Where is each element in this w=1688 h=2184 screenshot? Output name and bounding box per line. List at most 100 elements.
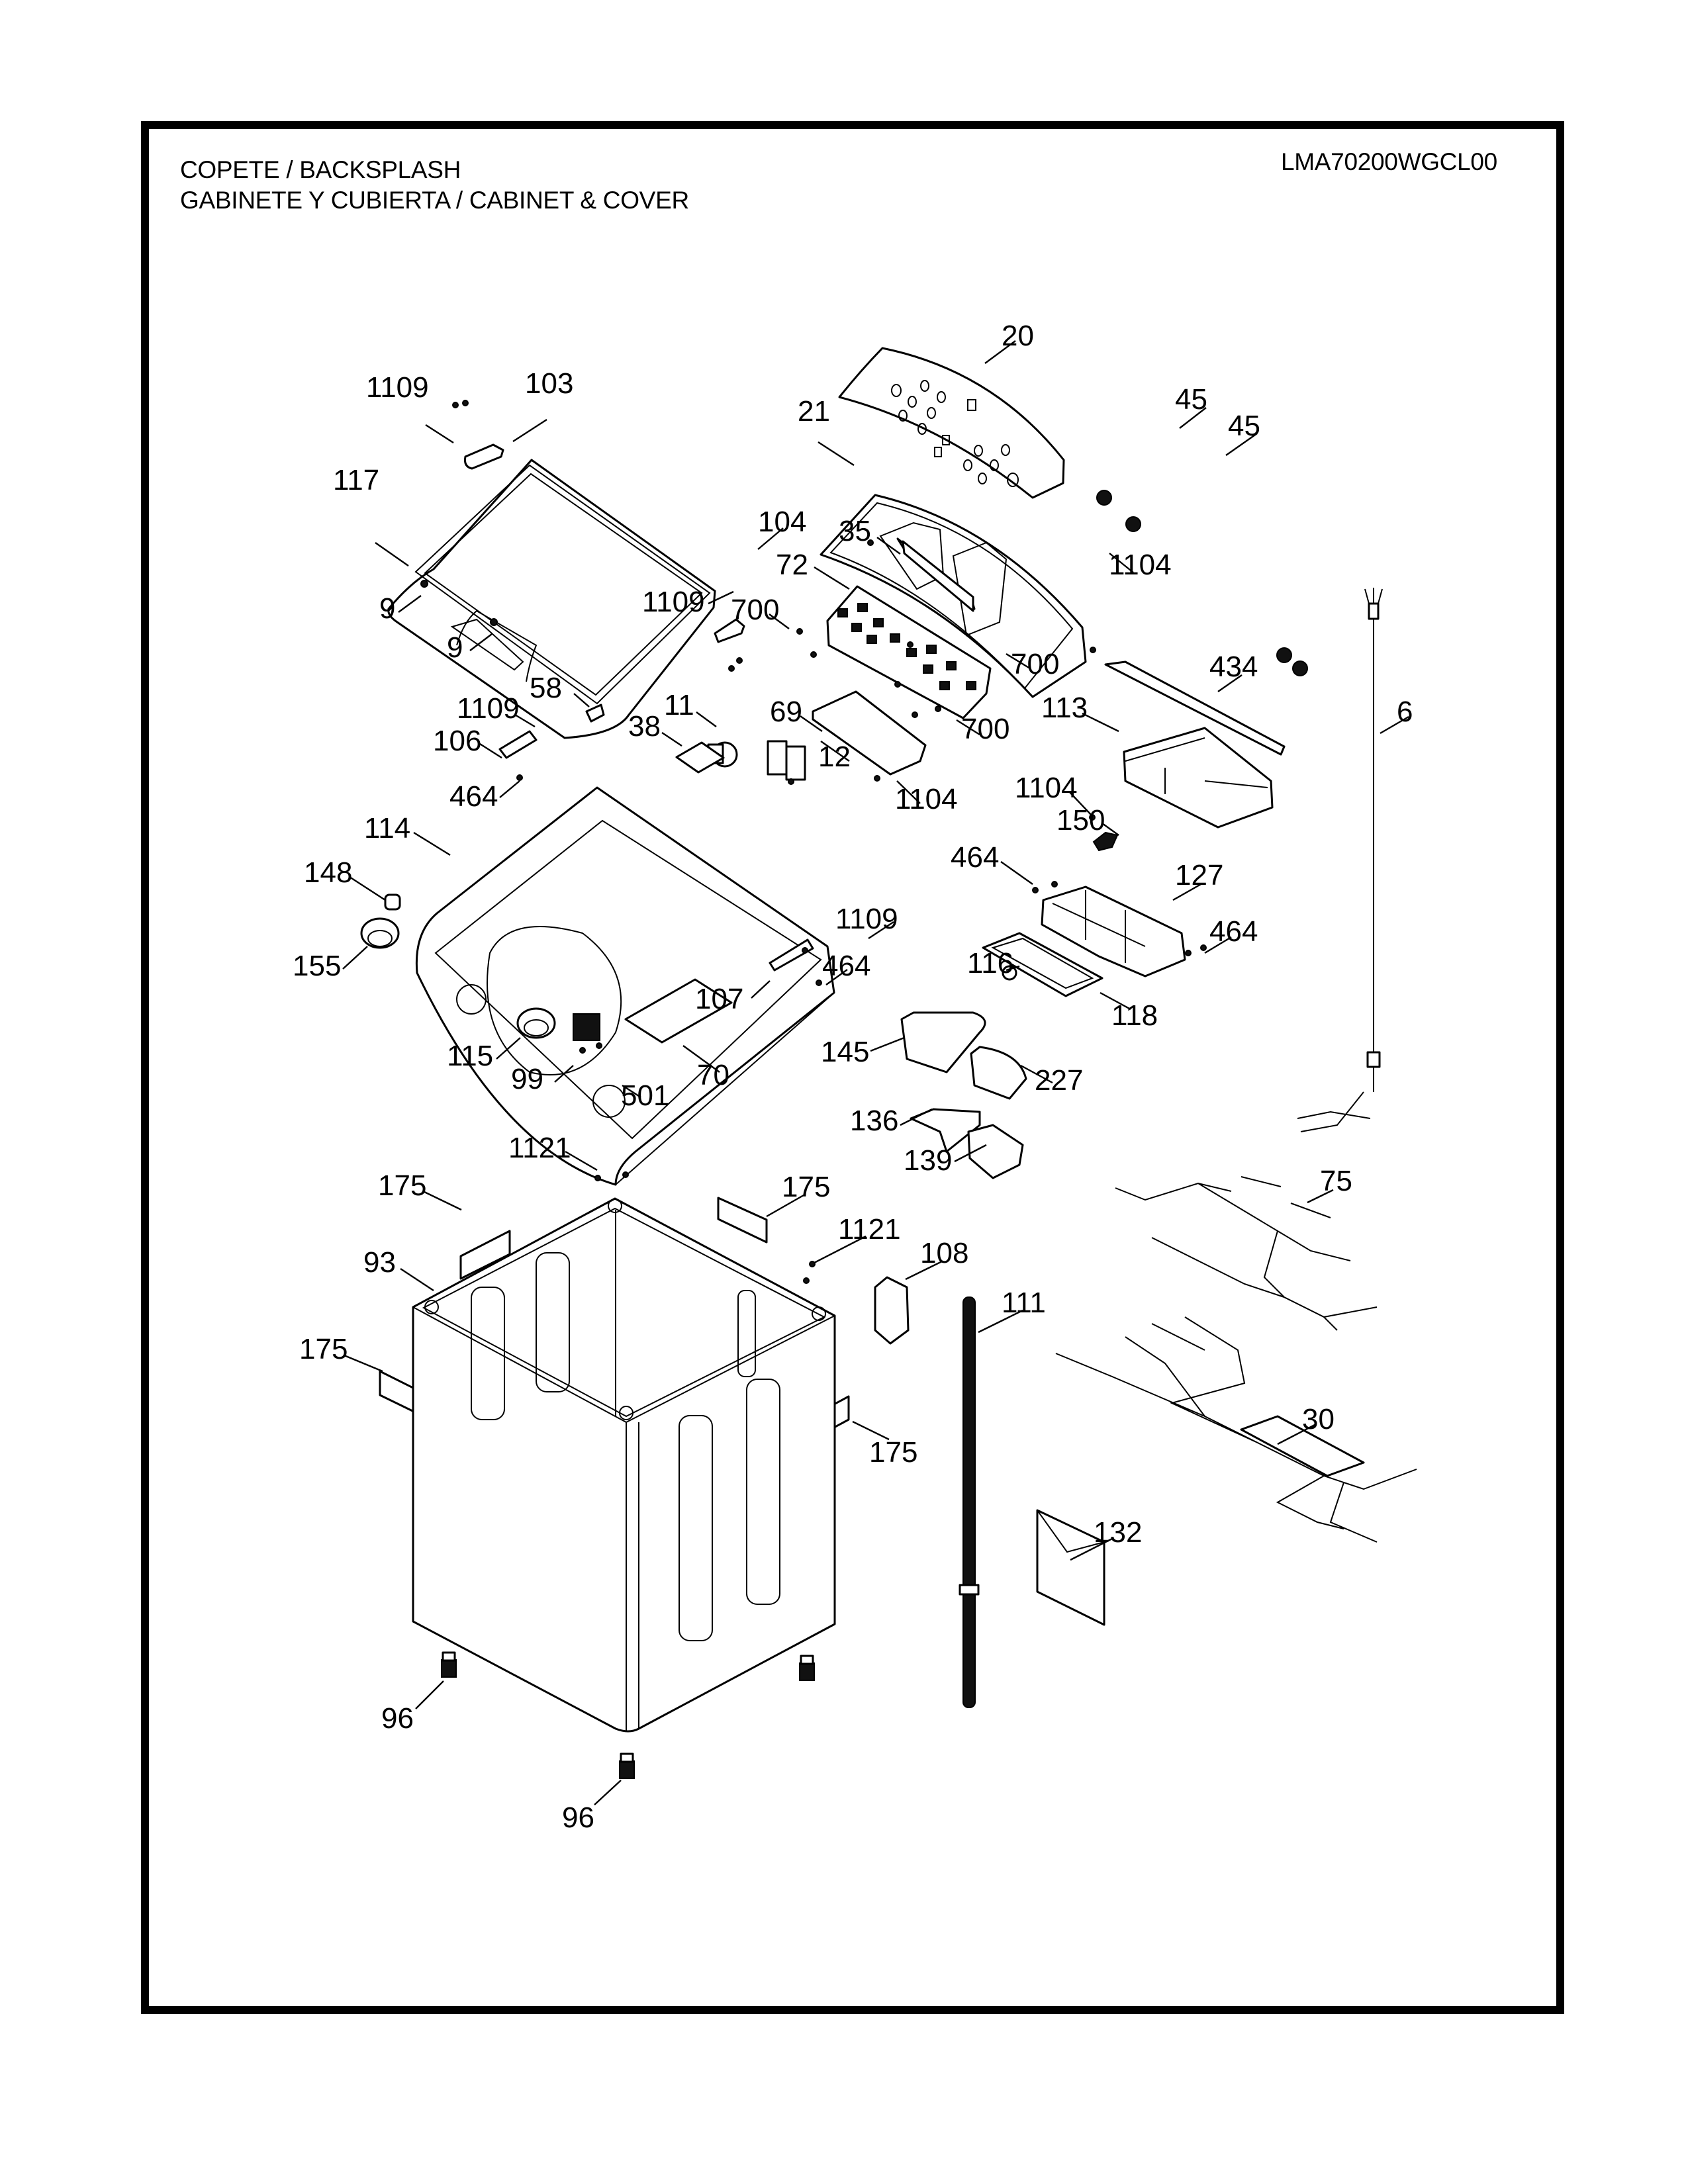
callout-70: 70 — [697, 1059, 729, 1091]
part-lid-switch-58 — [585, 704, 605, 723]
part-rod-434 — [1104, 660, 1286, 756]
callout-175: 175 — [378, 1169, 426, 1202]
part-lid-hinge-right — [714, 618, 745, 643]
callout-106: 106 — [433, 725, 481, 757]
callout-139: 139 — [904, 1144, 952, 1177]
part-dispenser-part-139 — [967, 1124, 1024, 1179]
callout-700: 700 — [1011, 648, 1059, 680]
callout-175: 175 — [869, 1436, 917, 1469]
part-label-70 — [624, 978, 733, 1044]
part-label-175 — [717, 1197, 768, 1244]
part-pressure-switch-99 — [573, 1013, 600, 1041]
callout-1109: 1109 — [366, 371, 429, 404]
part-wire-harness-30 — [1055, 1316, 1417, 1543]
callout-117: 117 — [333, 464, 379, 496]
callout-127: 127 — [1175, 859, 1223, 891]
part-drain-cover-108 — [874, 1276, 910, 1345]
callout-45: 45 — [1228, 410, 1260, 442]
callout-30: 30 — [1302, 1403, 1335, 1435]
part-inlet-hoses — [1096, 475, 1308, 676]
callout-9: 9 — [447, 631, 463, 664]
callout-175: 175 — [299, 1333, 348, 1365]
part-control-overlay — [838, 347, 1065, 499]
callout-116: 116 — [967, 947, 1013, 979]
callout-501: 501 — [621, 1079, 669, 1112]
callout-35: 35 — [839, 515, 871, 547]
callout-12: 12 — [818, 741, 851, 773]
callout-464: 464 — [1209, 915, 1258, 948]
part-dispenser-drawer-118 — [982, 932, 1103, 997]
part-console-housing — [820, 494, 1087, 698]
callout-464: 464 — [449, 780, 498, 813]
callout-118: 118 — [1111, 999, 1158, 1032]
callout-1104: 1104 — [1109, 549, 1172, 581]
part-top-lid — [387, 459, 716, 739]
model-number: LMA70200WGCL00 — [1281, 148, 1497, 175]
callout-114: 114 — [364, 812, 410, 844]
callout-104: 104 — [758, 506, 806, 538]
callout-58: 58 — [530, 672, 562, 704]
callout-labels: 20 1109 103 21 45 45 117 104 35 72 1104 … — [293, 320, 1413, 1834]
part-snubber-155 — [360, 917, 400, 949]
part-water-valve-double — [767, 740, 806, 781]
callout-1109: 1109 — [642, 586, 705, 618]
part-washer-top-cover — [415, 786, 835, 1186]
part-drain-hose-111 — [959, 1297, 980, 1708]
callout-45: 45 — [1175, 383, 1207, 416]
part-dispenser-cup-227 — [970, 1046, 1027, 1100]
callout-111: 111 — [1002, 1287, 1046, 1319]
callout-20: 20 — [1002, 320, 1034, 352]
callout-1109: 1109 — [835, 903, 898, 935]
drawing-frame — [141, 121, 1564, 2014]
callout-700: 700 — [961, 713, 1009, 745]
section-title-cabinet-cover: GABINETE Y CUBIERTA / CABINET & COVER — [180, 187, 689, 214]
part-cabinet-93 — [412, 1197, 836, 1733]
callout-132: 132 — [1094, 1516, 1142, 1549]
callout-464: 464 — [951, 841, 999, 874]
callout-148: 148 — [304, 856, 352, 889]
part-snubber-115 — [516, 1007, 556, 1039]
callout-700: 700 — [731, 594, 779, 626]
part-dispenser-cup-145 — [900, 1011, 986, 1073]
callout-175: 175 — [782, 1171, 830, 1203]
part-dispenser-127 — [1041, 886, 1186, 978]
leader-lines — [342, 340, 1409, 1805]
part-dispenser-valve-150 — [1092, 831, 1119, 852]
section-title-backsplash: COPETE / BACKSPLASH — [180, 156, 461, 183]
callout-115: 115 — [447, 1040, 493, 1072]
callout-227: 227 — [1035, 1064, 1083, 1097]
callout-150: 150 — [1056, 804, 1105, 837]
part-board-cover — [812, 690, 927, 776]
callout-1104: 1104 — [1015, 772, 1078, 804]
part-lid-hinge-left — [464, 443, 504, 470]
callout-155: 155 — [293, 950, 341, 982]
callout-9: 9 — [379, 592, 395, 625]
callout-96: 96 — [562, 1801, 594, 1834]
callout-72: 72 — [776, 549, 808, 581]
callout-99: 99 — [511, 1063, 543, 1095]
callout-1121: 1121 — [838, 1213, 901, 1246]
part-power-cord-6 — [1297, 588, 1383, 1132]
part-manual-132 — [1036, 1509, 1105, 1626]
screws — [420, 400, 1207, 1284]
callout-75: 75 — [1320, 1165, 1352, 1197]
part-lid-lock-106 — [498, 730, 538, 759]
part-main-control-board — [826, 585, 992, 719]
part-lid-strike-107 — [769, 938, 814, 972]
callout-69: 69 — [770, 696, 802, 728]
callout-464: 464 — [822, 950, 870, 982]
callout-6: 6 — [1397, 696, 1413, 728]
part-dispenser-part-136 — [910, 1108, 981, 1153]
callout-108: 108 — [920, 1237, 968, 1269]
part-bumper-148 — [384, 893, 401, 911]
callout-21: 21 — [798, 395, 830, 428]
callout-103: 103 — [525, 367, 573, 400]
callout-93: 93 — [363, 1246, 396, 1279]
callout-145: 145 — [821, 1036, 869, 1068]
callout-1121: 1121 — [508, 1132, 571, 1164]
callout-113: 113 — [1041, 692, 1088, 724]
callout-1104: 1104 — [895, 783, 958, 815]
callout-96: 96 — [381, 1702, 414, 1735]
callout-38: 38 — [628, 710, 661, 743]
